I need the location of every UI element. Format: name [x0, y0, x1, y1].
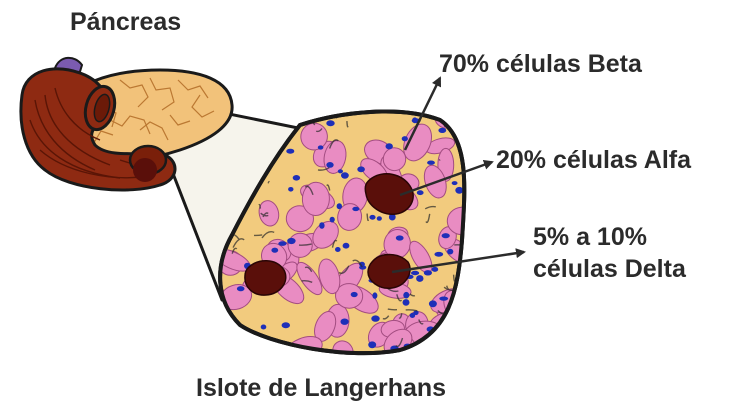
delta-cell: [245, 261, 286, 295]
nucleus: [445, 350, 452, 356]
nucleus: [439, 297, 448, 301]
nucleus: [442, 233, 450, 238]
nucleus: [396, 235, 404, 240]
nucleus: [402, 136, 408, 141]
nucleus: [372, 292, 377, 298]
nucleus: [341, 319, 349, 325]
cell-membrane-line: [222, 332, 233, 339]
nucleus: [371, 315, 379, 321]
nucleus: [411, 271, 419, 275]
nucleus: [287, 238, 295, 244]
cell-membrane-line: [270, 346, 280, 347]
nucleus: [237, 286, 245, 291]
nucleus: [341, 172, 349, 178]
nucleus: [343, 243, 350, 249]
nucleus: [417, 190, 424, 195]
delta-cells-label-line2: células Delta: [533, 255, 687, 283]
nucleus: [386, 143, 393, 149]
nucleus: [357, 166, 365, 172]
nucleus: [251, 339, 260, 343]
nucleus: [461, 124, 466, 129]
nucleus: [447, 249, 453, 255]
beta-cells-label: 70% células Beta: [439, 50, 643, 78]
delta-cells-label-line1: 5% a 10%: [533, 223, 647, 251]
nucleus: [438, 128, 446, 133]
nucleus: [278, 241, 286, 246]
nucleus: [326, 162, 333, 168]
cell-membrane-line: [254, 235, 262, 236]
nucleus: [271, 248, 278, 253]
nucleus: [338, 169, 343, 173]
nucleus: [337, 203, 342, 209]
nucleus: [434, 252, 443, 257]
nucleus: [424, 270, 432, 275]
nucleus: [330, 217, 335, 223]
nucleus: [452, 181, 458, 185]
nucleus: [410, 313, 415, 318]
beta-cell: [383, 147, 407, 171]
alpha-cells-label: 20% células Alfa: [496, 146, 692, 174]
nucleus: [293, 175, 300, 181]
nucleus: [416, 275, 423, 282]
nucleus: [335, 247, 341, 252]
nucleus: [412, 117, 417, 123]
nucleus: [432, 267, 439, 272]
nucleus: [427, 161, 435, 165]
nucleus: [326, 120, 334, 126]
nucleus: [261, 325, 267, 330]
nucleus: [352, 207, 359, 211]
nucleus: [351, 292, 358, 297]
nucleus: [377, 216, 382, 221]
nucleus: [282, 322, 290, 328]
pancreas-label: Páncreas: [70, 8, 181, 36]
nucleus: [403, 299, 410, 306]
cell-membrane-line: [433, 334, 445, 339]
nucleus: [286, 149, 294, 154]
nucleus: [368, 341, 376, 348]
nucleus: [403, 292, 409, 299]
nucleus: [369, 215, 375, 220]
islet-label: Islote de Langerhans: [196, 374, 446, 402]
nucleus: [318, 145, 324, 149]
nucleus: [437, 337, 444, 343]
nucleus: [288, 187, 293, 192]
nucleus: [429, 300, 437, 307]
cell-membrane-line: [388, 309, 397, 310]
nucleus: [319, 222, 324, 229]
